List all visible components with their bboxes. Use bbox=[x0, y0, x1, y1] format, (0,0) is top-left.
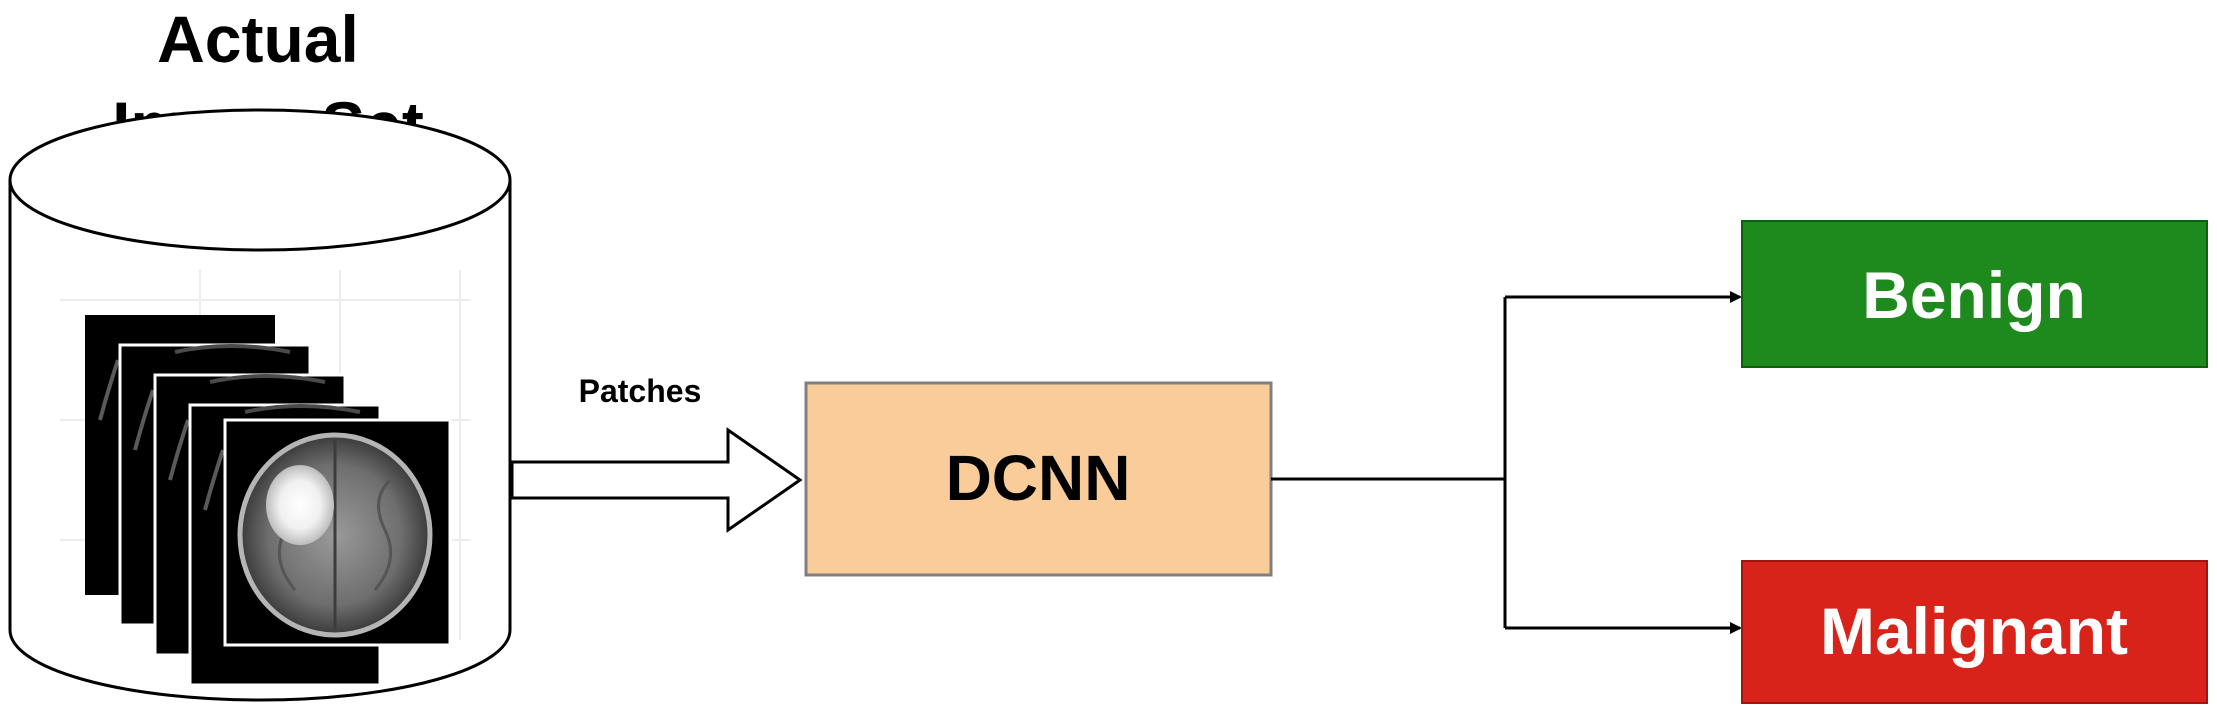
malignant-output: Malignant bbox=[1741, 560, 2208, 704]
malignant-label: Malignant bbox=[1820, 594, 2128, 668]
dcnn-box bbox=[804, 381, 1273, 577]
output-connectors bbox=[1271, 291, 1742, 634]
mri-slice-front bbox=[223, 418, 452, 647]
malignant-box bbox=[1741, 560, 2208, 704]
dcnn-label: DCNN bbox=[946, 442, 1131, 514]
dataset-title-line-1: Actual bbox=[157, 2, 359, 76]
benign-output: Benign bbox=[1741, 220, 2208, 368]
dcnn-block: DCNN bbox=[804, 381, 1273, 577]
patches-label: Patches bbox=[579, 373, 702, 409]
benign-label: Benign bbox=[1862, 258, 2086, 332]
benign-box bbox=[1741, 220, 2208, 368]
patches-arrow bbox=[510, 427, 803, 533]
brain-mri-slices-icon bbox=[85, 315, 452, 687]
